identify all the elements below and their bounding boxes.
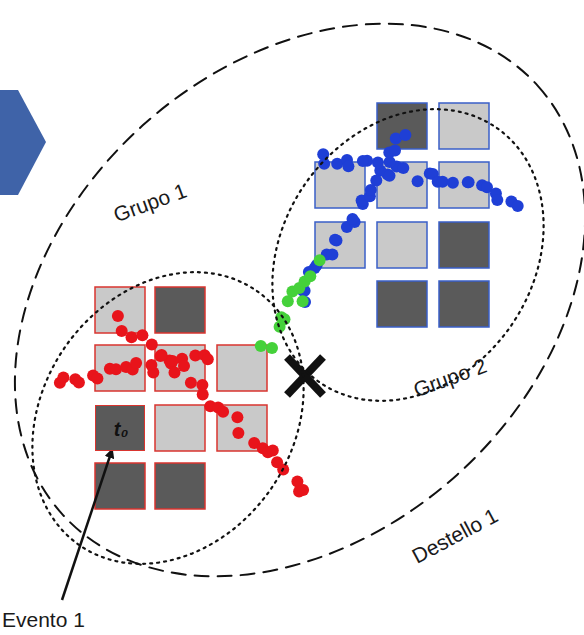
- grid-cell: [95, 345, 145, 391]
- event-dot: [297, 484, 309, 496]
- event-dot: [447, 177, 459, 189]
- event-dot: [130, 357, 142, 369]
- grid-cell: [155, 405, 205, 451]
- event-dot: [146, 339, 158, 351]
- group-region: Grupo 1 t₀: [30, 180, 320, 580]
- event-dot: [463, 176, 475, 188]
- region-outline: [260, 95, 560, 415]
- event-dot: [399, 129, 411, 141]
- event-dot: [357, 155, 369, 167]
- event-dot: [202, 353, 214, 365]
- event-dot: [197, 389, 209, 401]
- event-dot: [169, 367, 181, 379]
- leader-arrow: [62, 450, 112, 600]
- event-dot: [266, 342, 278, 354]
- grid-cells: [95, 103, 489, 509]
- grid-cell: [155, 463, 205, 509]
- event-dot: [397, 162, 409, 174]
- event-dot: [314, 254, 326, 266]
- event-dot: [57, 372, 69, 384]
- event-dot: [232, 427, 244, 439]
- event-dot: [73, 376, 85, 388]
- chevron-arrow: [0, 90, 46, 195]
- grid-cell: [377, 222, 427, 268]
- event-dot: [437, 176, 449, 188]
- event-dot: [491, 194, 503, 206]
- event-dot: [342, 160, 354, 172]
- grid-cell: [217, 345, 267, 391]
- event-dot: [185, 377, 197, 389]
- grid-cell: [95, 463, 145, 509]
- event-dot: [326, 249, 338, 261]
- event-dot: [389, 145, 401, 157]
- event-dot: [512, 200, 524, 212]
- event-dot: [110, 363, 122, 375]
- event-dot: [91, 373, 103, 385]
- region-ellipse: [0, 219, 359, 616]
- callout-label: Evento 1: [2, 609, 85, 630]
- event-dot: [304, 270, 316, 282]
- event-dot: [136, 329, 148, 341]
- event-dot: [347, 213, 359, 225]
- event-dot: [231, 411, 243, 423]
- grid-cell: [155, 287, 205, 333]
- region-label: Grupo 1: [111, 179, 189, 225]
- event-dot: [329, 234, 341, 246]
- event-dot: [155, 350, 167, 362]
- event-dot: [370, 174, 382, 186]
- event-dot: [297, 295, 309, 307]
- grid-cell: [439, 281, 489, 327]
- region-outline: [30, 180, 320, 580]
- cross-mark: [287, 357, 323, 395]
- event-cell: t₀: [95, 405, 145, 451]
- event-dot: [412, 175, 424, 187]
- region-label: Destello 1: [409, 504, 501, 566]
- region-label: Grupo 2: [411, 354, 489, 400]
- event-dot: [167, 355, 179, 367]
- event-dot: [462, 176, 474, 188]
- grid-cell: [377, 281, 427, 327]
- event-dot: [116, 325, 128, 337]
- region-ellipse: [217, 56, 584, 453]
- event-dot: [267, 445, 279, 457]
- event-dot: [145, 359, 157, 371]
- event-dots: [54, 129, 524, 497]
- group-region: Grupo 2: [260, 95, 560, 415]
- grid-cell: [439, 222, 489, 268]
- event-dot: [112, 310, 124, 322]
- event-dot: [126, 331, 138, 343]
- event-dot: [255, 340, 267, 352]
- event-dot: [372, 157, 384, 169]
- event-time-label: t₀: [114, 419, 129, 439]
- event-dot: [217, 406, 229, 418]
